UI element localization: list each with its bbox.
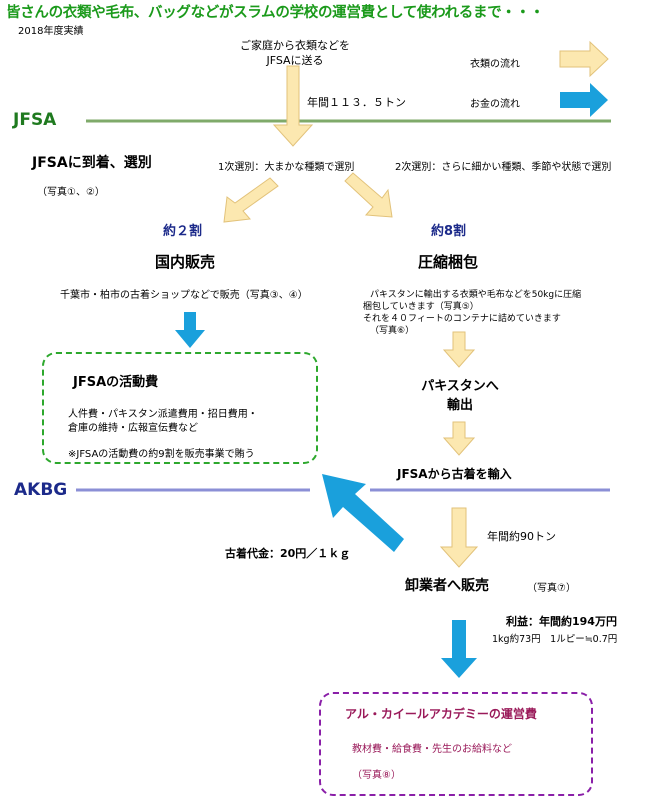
import-to-wholesale-arrow	[439, 507, 479, 568]
jfsa-label: JFSA	[13, 110, 57, 130]
sorting-2: 2次選別：さらに細かい種類、季節や状態で選別	[395, 162, 612, 173]
academy-desc: 教材費・給食費・先生のお給料など	[352, 744, 512, 755]
wholesale-heading: 卸業者へ販売	[405, 578, 489, 594]
jfsa-costs-box	[42, 352, 318, 464]
jfsa-costs-line-2: 倉庫の維持・広報宣伝費など	[68, 423, 198, 434]
compress-ratio: 約8割	[431, 224, 467, 239]
domestic-ratio: 約２割	[163, 224, 203, 239]
arrival-photos: （写真①、②）	[37, 187, 105, 198]
to-compress-arrow	[344, 172, 393, 218]
legend-clothes-label: 衣類の流れ	[470, 59, 520, 70]
export-to-import-arrow	[442, 421, 476, 456]
home-to-jfsa-arrow	[272, 65, 314, 147]
annual-90: 年間約90トン	[487, 530, 556, 543]
profit: 利益：年間約194万円	[506, 615, 617, 628]
compress-to-export-arrow	[442, 331, 476, 368]
compress-heading: 圧縮梱包	[418, 253, 479, 271]
sorting-1: 1次選別：大まかな種類で選別	[218, 162, 355, 173]
jfsa-costs-line-1: 人件費・パキスタン派遣費用・招日費用・	[68, 409, 258, 420]
legend-clothes-arrow	[559, 40, 609, 78]
to-domestic-arrow	[223, 177, 279, 223]
legend-money-arrow	[560, 83, 608, 117]
annual-volume: 年間１１３．５トン	[307, 96, 406, 109]
jfsa-costs-title: JFSAの活動費	[73, 375, 159, 390]
academy-box	[319, 692, 593, 796]
export-line-1: パキスタンへ	[421, 379, 499, 394]
used-price: 古着代金：20円／１ｋｇ	[225, 547, 351, 560]
domestic-to-costs-arrow	[175, 312, 205, 348]
compress-desc-1: パキスタンに輸出する衣類や毛布などを50kgに圧縮	[370, 290, 582, 300]
money-to-jfsa-arrow	[322, 474, 404, 552]
exchange-rate: 1kg約73円 1ルピー≒0.7円	[492, 634, 618, 645]
export-line-2: 輸出	[446, 398, 473, 413]
wholesale-photo: （写真⑦）	[527, 583, 576, 594]
wholesale-to-academy-arrow	[441, 620, 477, 678]
jfsa-costs-note: ※JFSAの活動費の約9割を販売事業で賄う	[68, 449, 255, 460]
import-label: JFSAから古着を輸入	[397, 467, 512, 481]
arrival-heading: JFSAに到着、選別	[32, 155, 152, 171]
year-note: 2018年度実績	[18, 26, 84, 37]
domestic-desc: 千葉市・柏市の古着ショップなどで販売（写真③、④）	[60, 290, 308, 301]
legend-money-label: お金の流れ	[470, 99, 520, 110]
domestic-heading: 国内販売	[155, 253, 216, 271]
akbg-label: AKBG	[14, 480, 68, 500]
academy-title: アル・カイールアカデミーの運営費	[345, 707, 537, 721]
start-line-1: ご家庭から衣類などを	[240, 39, 350, 52]
compress-desc-4: （写真⑥）	[370, 326, 415, 336]
academy-photo: （写真⑧）	[352, 770, 401, 781]
compress-desc-2: 梱包していきます（写真⑤）	[363, 302, 479, 312]
compress-desc-3: それを４０フィートのコンテナに詰めていきます	[363, 314, 561, 324]
start-line-2: JFSAに送る	[266, 54, 324, 67]
page-title: 皆さんの衣類や毛布、バッグなどがスラムの学校の運営費として使われるまで・・・	[6, 5, 545, 21]
